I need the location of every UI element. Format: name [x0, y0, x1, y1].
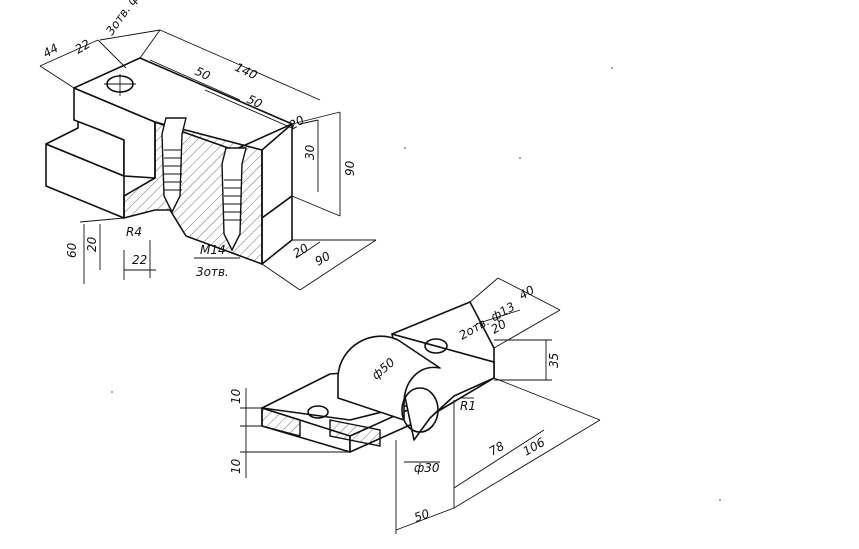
scan-speck	[404, 147, 406, 149]
bottom-section-cut-2	[329, 419, 381, 447]
dim-106: 106	[521, 435, 548, 459]
dim-50-a: 50	[193, 64, 213, 83]
dim-10-lower: 10	[229, 458, 243, 474]
dim-50-bottom: 50	[412, 506, 431, 525]
dim-20-left: 20	[85, 236, 99, 252]
dim-35: 35	[547, 353, 561, 368]
bore-hole	[401, 387, 439, 433]
bottom-section-cut	[261, 407, 301, 437]
dim-20-top-right: 20	[287, 113, 308, 133]
dim-90-depth: 90	[313, 249, 334, 269]
dim-r1: R1	[460, 399, 476, 413]
dim-20-bottom-right: 20	[291, 241, 312, 261]
dim-dia-30: ф30	[414, 461, 440, 475]
scan-speck	[611, 67, 613, 69]
scan-speck	[111, 391, 113, 393]
thread-count: 3отв.	[196, 265, 229, 279]
dim-50-b: 50	[245, 92, 265, 111]
mount-hole-left	[307, 405, 329, 419]
dim-78: 78	[487, 439, 508, 459]
bolt-2	[221, 147, 247, 252]
top-part: 3отв. ф17 44 22 140 50 50 20 30 90 60 20…	[39, 0, 377, 291]
mount-hole-right	[424, 338, 448, 354]
dim-30: 30	[303, 144, 317, 160]
bottom-part: 2отв. ф13 40 20 35 ф50 R1 10 10 ф30 78 1…	[229, 277, 601, 534]
dim-10-upper: 10	[229, 388, 243, 404]
bolt-1	[161, 117, 187, 214]
bottom-dimension-lines	[240, 277, 601, 534]
dim-40: 40	[517, 283, 538, 303]
dim-90-height: 90	[343, 160, 357, 176]
thread-callout: M14	[200, 243, 226, 257]
top-dimension-lines	[39, 29, 377, 291]
dim-44: 44	[41, 41, 61, 61]
upper-block-top	[73, 57, 293, 151]
dim-60: 60	[65, 242, 79, 258]
top-hole-callout: 3отв. ф17	[103, 0, 150, 38]
dim-22-bottom: 22	[132, 253, 147, 267]
scan-speck	[719, 499, 721, 501]
scan-speck	[519, 157, 521, 159]
dim-20-bottom: 20	[489, 317, 510, 337]
dim-22-top: 22	[73, 37, 93, 57]
dim-140: 140	[233, 60, 260, 83]
dim-r4: R4	[126, 225, 142, 239]
